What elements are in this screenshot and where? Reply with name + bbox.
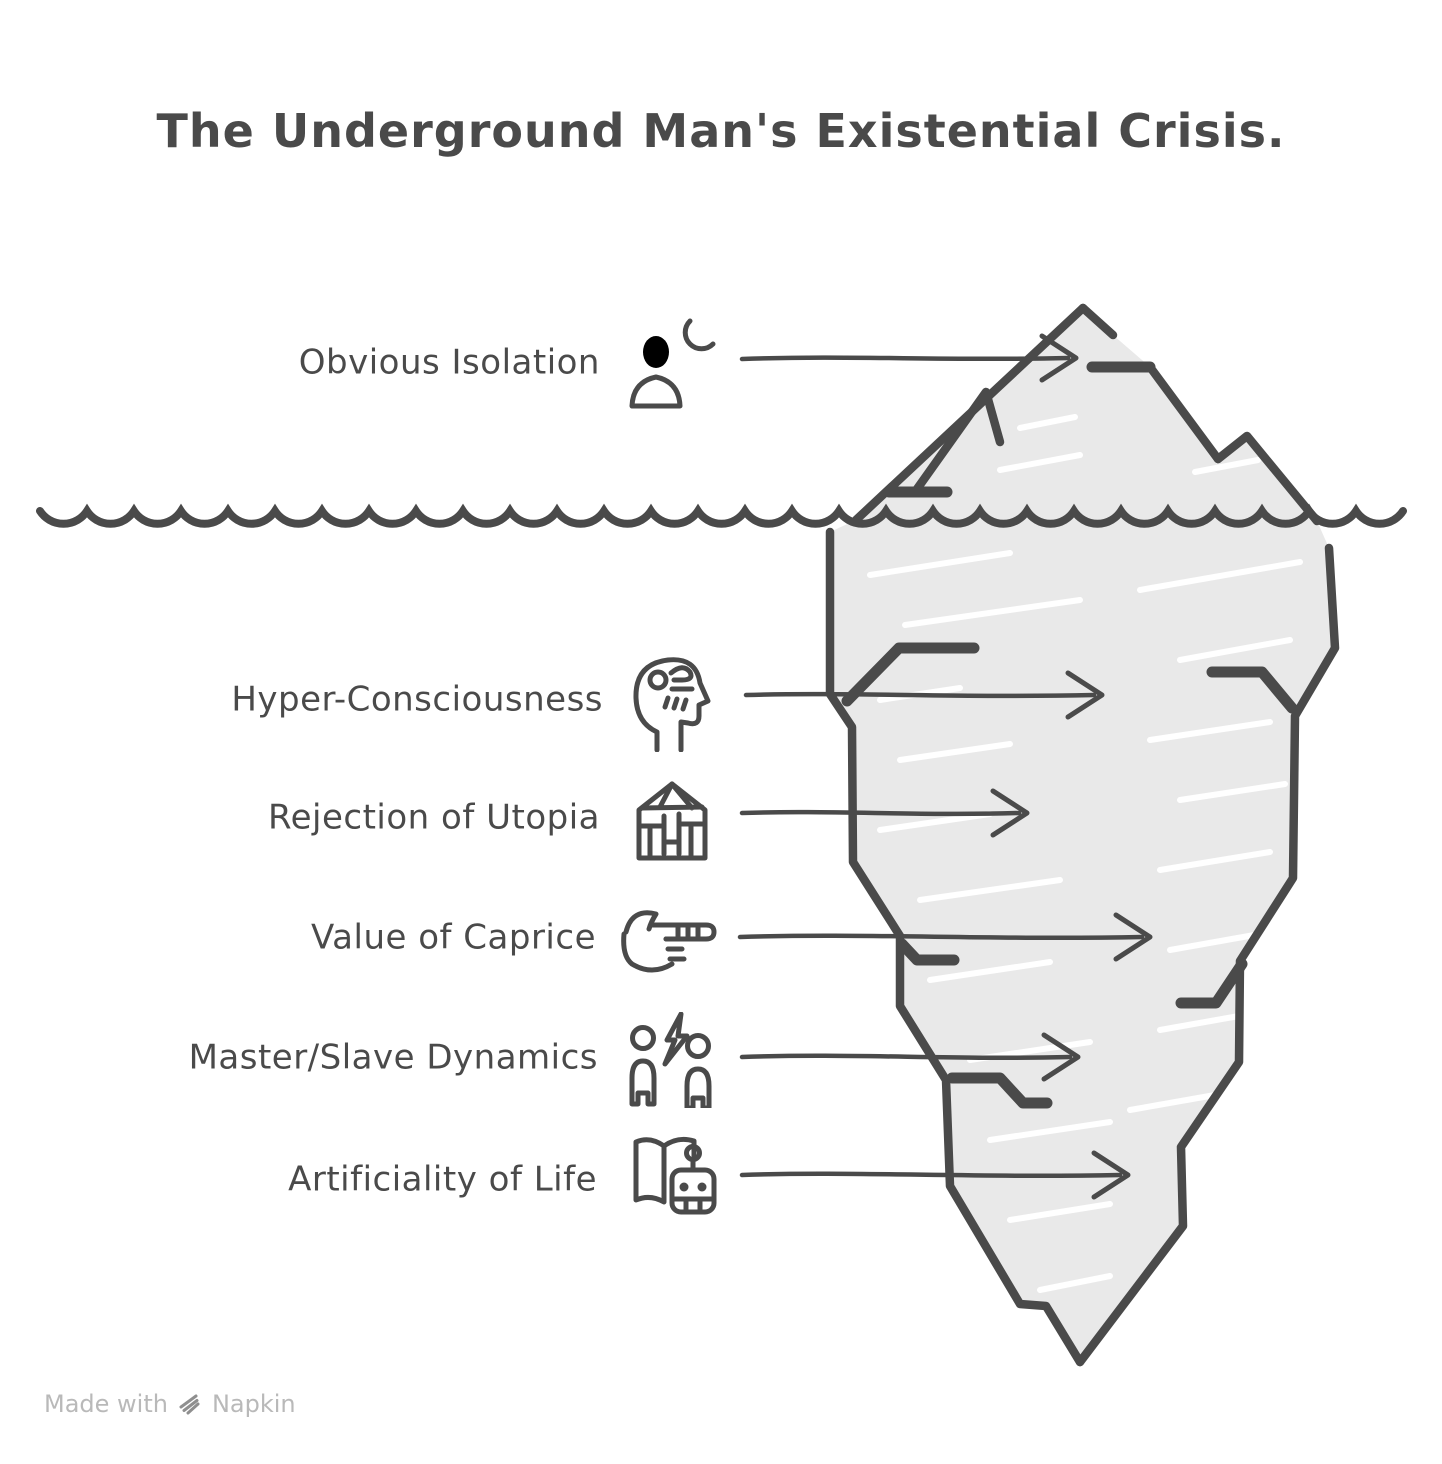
label-obvious-isolation: Obvious Isolation <box>298 342 600 383</box>
label-hyper-consciousness: Hyper-Consciousness <box>231 679 603 720</box>
head-rain-icon <box>633 657 711 752</box>
stone-house-icon <box>636 781 708 861</box>
napkin-brand-text: Napkin <box>211 1390 296 1418</box>
iceberg-below-water-outline-left <box>825 527 1085 1367</box>
crevice-marks <box>841 361 1298 1109</box>
napkin-logo-icon <box>179 1394 200 1415</box>
waterline <box>36 503 1407 528</box>
arrow-rejection-of-utopia <box>739 788 1030 838</box>
arrow-master-slave-dynamics <box>739 1032 1081 1082</box>
diagram-title: The Underground Man's Existential Crisis… <box>156 104 1286 158</box>
book-robot-icon <box>633 1136 717 1215</box>
label-rejection-of-utopia: Rejection of Utopia <box>268 797 600 838</box>
watermark: Made with Napkin <box>44 1390 296 1418</box>
label-master-slave-dynamics: Master/Slave Dynamics <box>188 1037 598 1078</box>
person-moon-icon <box>629 318 716 409</box>
pointing-hand-icon <box>621 910 717 973</box>
iceberg-fill <box>830 308 1335 1362</box>
iceberg-above-water-outline <box>851 303 1322 526</box>
arrow-hyper-consciousness <box>743 670 1105 720</box>
label-value-of-caprice: Value of Caprice <box>311 917 596 958</box>
arrow-value-of-caprice <box>737 912 1153 962</box>
secondary-peak <box>912 387 1005 494</box>
ice-texture-streaks <box>867 414 1303 1293</box>
people-lightning-icon <box>629 1012 712 1108</box>
arrow-artificiality-of-life <box>739 1150 1131 1200</box>
made-with-text: Made with <box>44 1390 168 1418</box>
label-artificiality-of-life: Artificiality of Life <box>288 1159 597 1200</box>
arrow-obvious-isolation <box>739 333 1079 383</box>
